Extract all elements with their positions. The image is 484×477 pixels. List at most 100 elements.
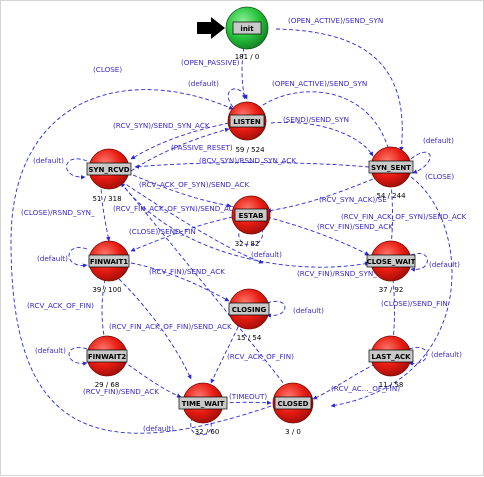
- state-estab-count: 32 / 82: [235, 240, 260, 248]
- transition-finwait1-to-time-wait[interactable]: [118, 278, 192, 380]
- state-close-wait[interactable]: CLOSE_WAIT 37 / 92: [366, 240, 416, 294]
- state-closed-label-box: [274, 396, 312, 410]
- label-default-listen: (default): [188, 79, 219, 88]
- state-closing-label-box: [228, 302, 270, 316]
- initial-arrow-icon: [197, 17, 225, 39]
- state-finwait2-count: 29 / 68: [95, 381, 120, 389]
- transition-syn-rcvd-to-close-wait[interactable]: [120, 182, 370, 268]
- label-passive-reset: (PASSIVE_RESET): [171, 143, 233, 152]
- label-open-passive: (OPEN_PASSIVE): [181, 58, 240, 67]
- transition-closed-to-listen[interactable]: [10, 89, 272, 434]
- label-default-syn-sent: (default): [423, 136, 454, 145]
- label-rcv-fin-send-ack-estab: (RCV_FIN)/SEND_ACK: [317, 222, 393, 231]
- label-rcv-fin-send-ack: (RCV_FIN)/SEND_ACK: [149, 267, 225, 276]
- transition-last-ack-self[interactable]: [408, 347, 428, 366]
- state-time-wait-count: 32 / 60: [195, 428, 220, 436]
- state-init-label-box: [232, 21, 262, 35]
- label-fin-ack-of-syn-right: (RCV_FIN_ACK_OF_SYN)/SEND_ACK: [341, 212, 467, 221]
- state-closing-name: CLOSING: [232, 306, 267, 314]
- label-rcv-fin-rsnd-syn-ack: (RCV_FIN)/RSND_SYN_ACK: [297, 269, 392, 278]
- label-rcv-fin-ack-of-fin: (RCV_FIN_ACK_OF_FIN)/SEND_ACK: [109, 322, 232, 331]
- transition-estab-self[interactable]: [238, 226, 265, 246]
- transition-syn-sent-to-estab[interactable]: [266, 178, 374, 213]
- state-closed[interactable]: CLOSED 3 / 0: [272, 382, 314, 436]
- transition-syn-sent-self[interactable]: [410, 151, 431, 174]
- state-init-name: init: [240, 25, 254, 33]
- transition-finwait2-to-time-wait[interactable]: [122, 360, 182, 398]
- state-syn-sent[interactable]: SYN_SENT 54 / 244: [368, 146, 414, 200]
- state-syn-sent-label-box: [368, 160, 414, 174]
- label-close-send-fin: (CLOSE)/SEND_FIN: [129, 227, 196, 236]
- label-rcv-ack-of-fin-1: (RCV_ACK_OF_FIN): [27, 301, 94, 310]
- state-closed-count: 3 / 0: [285, 428, 301, 436]
- state-finwait1-name: FINWAIT1: [90, 258, 128, 266]
- transition-syn-rcvd-to-estab[interactable]: [132, 174, 232, 208]
- transition-syn-sent-fin-ack-right[interactable]: [389, 182, 394, 247]
- state-finwait2-name: FINWAIT2: [88, 353, 126, 361]
- label-fin-ack-of-syn-left: (RCV_FIN_ACK_OF_SYN)/SEND_ACK: [113, 204, 239, 213]
- transition-listen-to-syn-sent-active[interactable]: [262, 91, 391, 152]
- state-closing[interactable]: CLOSING 15 / 54: [228, 288, 270, 342]
- transition-listen-to-syn-sent-send[interactable]: [270, 121, 374, 157]
- state-syn-rcvd-label-box: [86, 162, 132, 176]
- label-open-active-listen: (OPEN_ACTIVE)/SEND_SYN: [272, 79, 367, 88]
- label-send-send-syn: (SEND)/SEND_SYN: [283, 115, 349, 124]
- state-time-wait-name: TIME_WAIT: [182, 400, 225, 408]
- state-init-count: 181 / 0: [235, 53, 260, 61]
- transition-estab-to-close-wait[interactable]: [266, 216, 370, 256]
- state-init[interactable]: init 181 / 0: [225, 6, 269, 61]
- state-estab-label-box: [234, 208, 268, 222]
- state-estab[interactable]: ESTAB 32 / 82: [231, 195, 271, 248]
- transition-closing-to-time-wait[interactable]: [210, 320, 242, 384]
- transition-syn-rcvd-fin-ack-left[interactable]: [120, 180, 264, 264]
- state-syn-rcvd[interactable]: SYN_RCVD 51 / 318: [86, 148, 132, 203]
- state-last-ack[interactable]: LAST_ACK 11 / 58: [368, 335, 414, 389]
- state-closing-count: 15 / 54: [237, 334, 262, 342]
- transition-syn-sent-to-syn-rcvd[interactable]: [134, 162, 370, 169]
- transition-last-ack-to-closed[interactable]: [312, 360, 382, 400]
- state-listen-count: 59 / 524: [235, 146, 265, 154]
- transition-listen-to-syn-rcvd[interactable]: [130, 122, 230, 160]
- state-time-wait[interactable]: TIME_WAIT 32 / 60: [178, 382, 228, 436]
- label-default-close-wait: (default): [429, 260, 460, 269]
- transition-estab-to-finwait1[interactable]: [130, 216, 234, 252]
- state-last-ack-count: 11 / 58: [379, 381, 404, 389]
- transition-closed-to-syn-rcvd[interactable]: [120, 182, 292, 394]
- state-last-ack-name: LAST_ACK: [371, 353, 411, 361]
- label-rcv-syn-ack: (RCV_SYN_ACK)/SE: [319, 195, 387, 204]
- transition-syn-rcvd-self[interactable]: [66, 158, 88, 180]
- label-default-finwait1: (default): [37, 254, 68, 263]
- transition-finwait2-self[interactable]: [68, 347, 88, 366]
- label-timeout: (TIMEOUT): [229, 392, 267, 401]
- transition-init-to-syn-sent[interactable]: [275, 28, 404, 152]
- transition-closing-self[interactable]: [266, 300, 286, 318]
- label-rcv-syn-send-syn-ack: (RCV_SYN)/SEND_SYN_ACK: [113, 121, 210, 130]
- transition-init-to-listen[interactable]: [241, 40, 247, 100]
- label-close-rsnd-syn: (CLOSE)/RSND_SYN_: [21, 208, 95, 217]
- state-finwait2[interactable]: FINWAIT2 29 / 68: [86, 335, 128, 389]
- state-closed-name: CLOSED: [278, 400, 309, 408]
- transition-labels: (OPEN_ACTIVE)/SEND_SYN (OPEN_PASSIVE) (C…: [21, 16, 467, 433]
- transition-syn-sent-to-closed[interactable]: [330, 176, 453, 408]
- transition-close-wait-self[interactable]: [410, 253, 428, 272]
- label-rcv-ack-of-fin-2: (RCV_ACK_OF_FIN): [227, 352, 294, 361]
- state-close-wait-count: 37 / 92: [379, 286, 404, 294]
- state-close-wait-label-box: [366, 254, 416, 268]
- label-default-finwait2: (default): [35, 346, 66, 355]
- state-estab-name: ESTAB: [239, 212, 264, 220]
- label-close-syn-sent: (CLOSE): [425, 172, 454, 181]
- transition-time-wait-self[interactable]: [190, 416, 213, 436]
- transition-time-wait-to-closed[interactable]: [222, 400, 272, 405]
- state-finwait1[interactable]: FINWAIT1 39 / 100: [88, 240, 130, 294]
- label-default-last-ack: (default): [431, 350, 462, 359]
- state-syn-rcvd-count: 51 / 318: [92, 195, 121, 203]
- state-listen-name: LISTEN: [233, 118, 261, 126]
- label-rcv-fin-send-ack-fw2: (RCV_FIN)/SEND_ACK: [83, 387, 159, 396]
- label-default-closing: (default): [293, 306, 324, 315]
- state-listen[interactable]: LISTEN 59 / 524: [227, 101, 267, 154]
- state-finwait1-count: 39 / 100: [92, 286, 121, 294]
- label-default-time-wait: (default): [143, 424, 174, 433]
- transition-finwait1-self[interactable]: [68, 247, 88, 268]
- transition-syn-rcvd-to-finwait1[interactable]: [100, 182, 111, 242]
- transition-listen-self[interactable]: [227, 88, 248, 108]
